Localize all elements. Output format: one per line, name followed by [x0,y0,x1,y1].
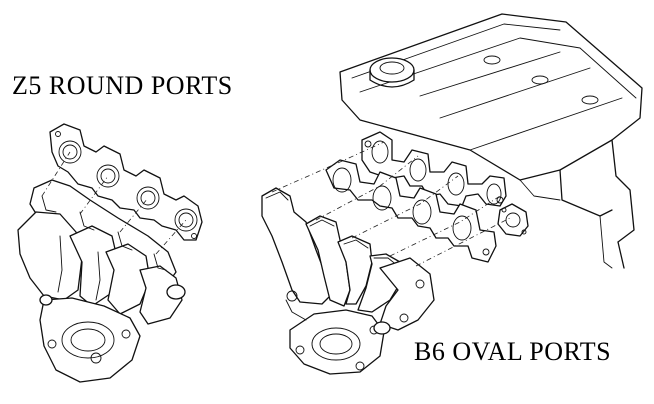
z5-exhaust-manifold [17,179,186,383]
b6-gasket-upper [361,131,507,207]
b6-gasket-lower [325,159,497,263]
engine-cylinder-head [339,13,643,269]
b6-alignment-lines [271,141,511,267]
b6-exhaust-manifold [261,187,435,375]
z5-alignment-lines [41,151,187,255]
z5-round-ports-label: Z5 ROUND PORTS [12,71,233,100]
b6-flange-gasket [497,203,529,237]
b6-oval-ports-label: B6 OVAL PORTS [414,337,612,366]
z5-gasket [49,123,203,241]
